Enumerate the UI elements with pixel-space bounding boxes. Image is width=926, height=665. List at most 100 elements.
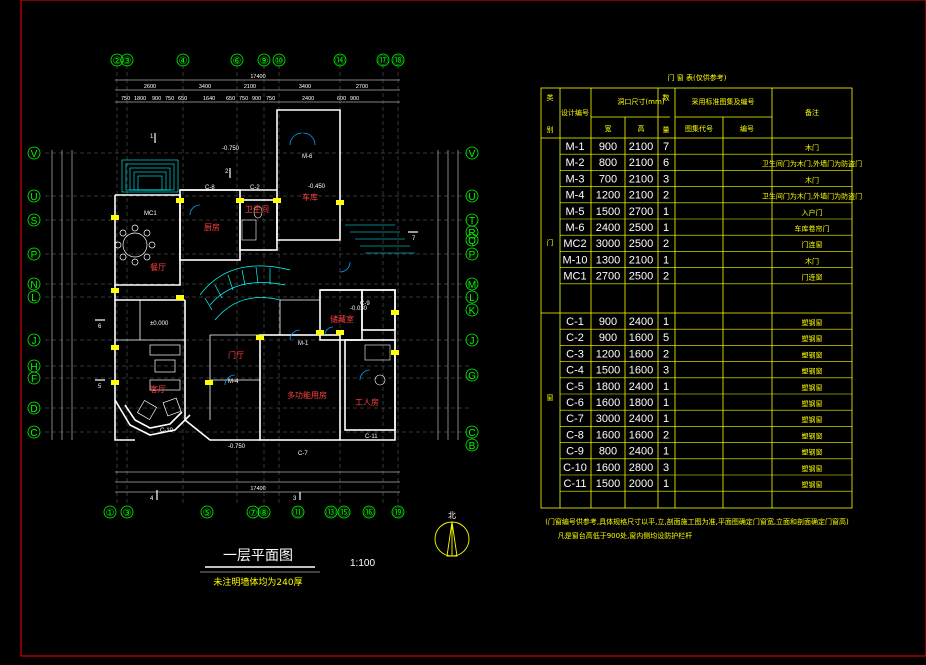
bottom-axis-3: ③ bbox=[123, 508, 132, 519]
top-dim2-7: 650 bbox=[226, 96, 235, 102]
hdr-atlas-code: 图集代号 bbox=[685, 124, 713, 133]
schedule-title: 门 窗 表(仅供参考) bbox=[668, 73, 727, 82]
top-axis-3: ③ bbox=[123, 56, 132, 67]
entry-steps bbox=[121, 159, 179, 193]
window-row-w: 1600 bbox=[596, 429, 620, 441]
top-axis-9: ⑨ bbox=[260, 56, 269, 67]
left-axis-U: U bbox=[30, 192, 37, 203]
hdr-number: 编号 bbox=[740, 124, 754, 133]
top-dim2-1: 750 bbox=[121, 96, 130, 102]
section-mark-2: 2 bbox=[225, 169, 229, 175]
door-row-n: 7 bbox=[663, 141, 669, 153]
top-dim-5: 2700 bbox=[356, 84, 368, 90]
window-row-remark: 塑钢窗 bbox=[802, 383, 823, 392]
bottom-axis-bubbles bbox=[103, 505, 405, 519]
overall-dim-bottom: 17400 bbox=[250, 486, 265, 492]
window-row-code: C-2 bbox=[566, 332, 584, 344]
left-axis-J: J bbox=[32, 336, 37, 347]
window-row-code: C-1 bbox=[566, 316, 584, 328]
top-dim2-8: 750 bbox=[239, 96, 248, 102]
door-row-remark: 木门 bbox=[805, 256, 819, 265]
code-mc1: MC1 bbox=[144, 211, 157, 217]
door-row-w: 3000 bbox=[596, 238, 620, 250]
window-row-code: C-5 bbox=[566, 381, 584, 393]
window-row-code: C-7 bbox=[566, 413, 584, 425]
room-storage: 储藏室 bbox=[330, 314, 354, 324]
bottom-axis-19: ⑲ bbox=[393, 507, 403, 519]
window-row-w: 1200 bbox=[596, 348, 620, 360]
door-row-n: 1 bbox=[663, 206, 669, 218]
bottom-axis-7: ⑦ bbox=[249, 508, 258, 519]
window-row-w: 1800 bbox=[596, 381, 620, 393]
bottom-axis-11: ⑪ bbox=[293, 507, 303, 519]
top-dim2-3: 900 bbox=[152, 96, 161, 102]
side-dimension-lines bbox=[51, 150, 459, 493]
window-row-remark: 塑钢窗 bbox=[802, 399, 823, 408]
bottom-axis-5: ⑤ bbox=[203, 508, 212, 519]
left-axis-D: D bbox=[30, 404, 37, 415]
door-row-w: 900 bbox=[599, 141, 617, 153]
schedule-note-2: 凡是窗台高低于900处,窗内侧均设防护栏杆 bbox=[558, 531, 693, 540]
window-row-w: 1500 bbox=[596, 478, 620, 490]
right-axis-G: G bbox=[468, 371, 476, 382]
code-c7: C-7 bbox=[298, 451, 308, 457]
partitions bbox=[115, 299, 320, 420]
window-row-remark: 塑钢窗 bbox=[802, 464, 823, 473]
top-dim2-10: 750 bbox=[266, 96, 275, 102]
code-c11: C-11 bbox=[365, 434, 378, 440]
left-axis-N: N bbox=[30, 280, 37, 291]
hdr-standard: 采用标准图集及编号 bbox=[692, 97, 755, 106]
top-axis-17: ⑰ bbox=[378, 55, 388, 67]
bottom-axis-16: ⑯ bbox=[364, 507, 374, 519]
door-row-h: 2100 bbox=[629, 157, 653, 169]
window-row-h: 1600 bbox=[629, 348, 653, 360]
dining-table-icon bbox=[114, 224, 156, 266]
top-dimensions bbox=[115, 79, 400, 103]
hdr-design-no: 设计编号 bbox=[561, 108, 589, 117]
left-axis-S: S bbox=[31, 216, 38, 227]
room-dining: 餐厅 bbox=[150, 263, 166, 272]
window-row-n: 2 bbox=[663, 348, 669, 360]
window-row-h: 2400 bbox=[629, 446, 653, 458]
hdr-count-1: 数 bbox=[663, 93, 670, 102]
window-row-code: C-3 bbox=[566, 348, 584, 360]
door-row-code: M-3 bbox=[566, 173, 585, 185]
door-row-h: 2100 bbox=[629, 173, 653, 185]
right-axis-U: U bbox=[468, 192, 475, 203]
right-axis-R: R bbox=[468, 228, 475, 239]
section-mark-5: 5 bbox=[98, 384, 102, 390]
top-axis-4: ④ bbox=[179, 56, 188, 67]
top-dim-1: 2600 bbox=[144, 84, 156, 90]
right-axis-M: M bbox=[468, 280, 476, 291]
window-row-h: 1600 bbox=[629, 429, 653, 441]
window-row-w: 900 bbox=[599, 316, 617, 328]
left-axis-V: V bbox=[31, 149, 38, 160]
window-markers bbox=[111, 198, 399, 385]
window-row-n: 1 bbox=[663, 446, 669, 458]
right-axis-bubbles bbox=[465, 146, 479, 452]
section-mark-4: 4 bbox=[150, 496, 154, 502]
door-row-h: 2100 bbox=[629, 141, 653, 153]
window-row-remark: 塑钢窗 bbox=[802, 334, 823, 343]
door-row-h: 2700 bbox=[629, 206, 653, 218]
door-row-h: 2100 bbox=[629, 254, 653, 266]
section-mark-6: 6 bbox=[98, 324, 102, 330]
window-row-h: 2400 bbox=[629, 413, 653, 425]
code-m4: M-4 bbox=[228, 379, 239, 385]
code-c2: C-2 bbox=[250, 185, 260, 191]
door-window-schedule: 门 窗 表(仅供参考) 类 别 设计编号 洞口尺寸(mm) 宽 高 数 量 采用… bbox=[540, 73, 862, 540]
room-garage: 车库 bbox=[302, 192, 318, 202]
top-dim2-9: 900 bbox=[252, 96, 261, 102]
window-row-h: 2000 bbox=[629, 478, 653, 490]
top-dim2-11: 2400 bbox=[302, 96, 314, 102]
window-row-remark: 塑钢窗 bbox=[802, 480, 823, 489]
door-row-remark: 门连窗 bbox=[802, 273, 823, 282]
top-dim-2: 3400 bbox=[199, 84, 211, 90]
window-row-code: C-4 bbox=[566, 365, 584, 377]
hdr-count-2: 量 bbox=[663, 126, 670, 134]
room-bathroom: 卫生间 bbox=[245, 204, 269, 214]
door-row-h: 2500 bbox=[629, 271, 653, 283]
elev-4: -0.030 bbox=[350, 306, 368, 312]
left-axis-H: H bbox=[30, 362, 37, 373]
